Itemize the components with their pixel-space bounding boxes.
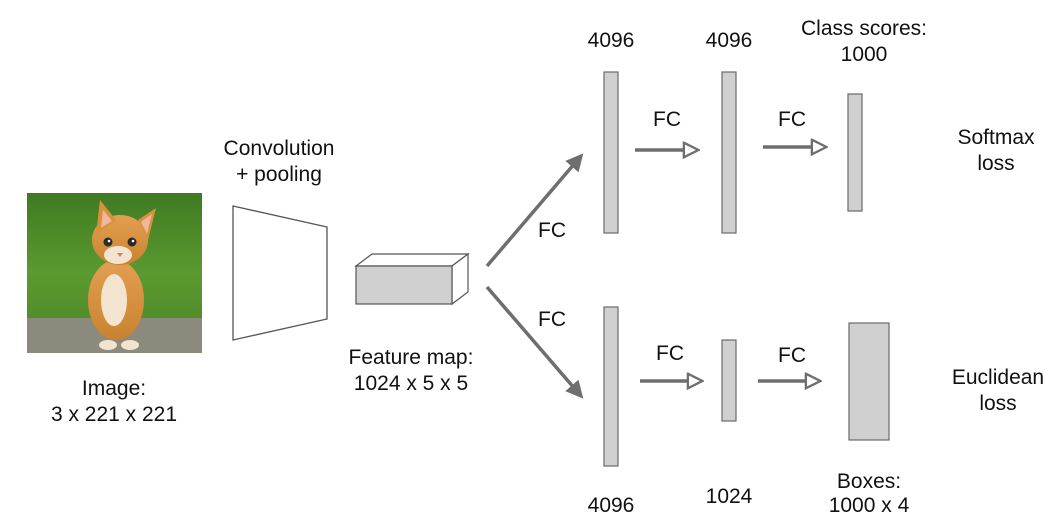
image-label: Image: bbox=[81, 377, 147, 400]
branch-arrow-classification bbox=[485, 153, 584, 268]
fc2-size-regression: 1024 bbox=[705, 485, 753, 508]
feature-map-box bbox=[354, 252, 470, 306]
fc2-bar-regression bbox=[721, 339, 737, 422]
softmax-loss-line1: Softmax bbox=[957, 126, 1035, 149]
euclidean-loss-caption: Euclidean loss bbox=[938, 365, 1058, 418]
fc1-size-classification: 4096 bbox=[587, 29, 635, 52]
fc-label-regression-out: FC bbox=[778, 344, 806, 367]
feature-map-label: Feature map: bbox=[348, 346, 474, 369]
fc1-bar-classification bbox=[603, 71, 619, 234]
fc-label-classification-mid: FC bbox=[653, 108, 681, 131]
conv-caption: Convolution + pooling bbox=[204, 136, 354, 189]
euclidean-loss-line1: Euclidean bbox=[951, 366, 1045, 389]
class-scores-bar bbox=[847, 93, 863, 212]
fc-label-classification-out: FC bbox=[778, 108, 806, 131]
fc-label-classification-in: FC bbox=[538, 219, 566, 242]
class-scores-count: 1000 bbox=[840, 43, 888, 67]
boxes-label: Boxes: bbox=[836, 470, 902, 493]
feature-map-dims: 1024 x 5 x 5 bbox=[353, 372, 469, 396]
softmax-loss-caption: Softmax loss bbox=[936, 125, 1056, 178]
fc2-size-classification: 4096 bbox=[705, 29, 753, 52]
euclidean-loss-line2: loss bbox=[979, 392, 1017, 416]
conv-pooling-trapezoid bbox=[232, 205, 328, 341]
boxes-dims: 1000 x 4 bbox=[828, 494, 910, 518]
boxes-caption: Boxes: 1000 x 4 bbox=[789, 470, 949, 518]
fc-label-regression-in: FC bbox=[538, 308, 566, 331]
fc-label-regression-mid: FC bbox=[656, 342, 684, 365]
fc1-bar-regression bbox=[603, 306, 619, 467]
fc2-bar-classification bbox=[721, 71, 737, 234]
class-scores-caption: Class scores: 1000 bbox=[784, 16, 944, 69]
fc1-size-regression: 4096 bbox=[587, 494, 635, 517]
branch-arrow-regression bbox=[485, 285, 584, 399]
feature-map-caption: Feature map: 1024 x 5 x 5 bbox=[331, 345, 491, 398]
softmax-loss-line2: loss bbox=[977, 152, 1015, 176]
image-caption: Image: 3 x 221 x 221 bbox=[34, 376, 194, 429]
conv-label-line2: + pooling bbox=[236, 163, 322, 187]
class-scores-label: Class scores: bbox=[800, 17, 928, 40]
boxes-output-bar bbox=[848, 322, 890, 441]
input-image bbox=[27, 193, 202, 353]
image-dims: 3 x 221 x 221 bbox=[50, 403, 178, 427]
kitten-icon bbox=[88, 200, 156, 350]
conv-label-line1: Convolution bbox=[223, 137, 335, 160]
